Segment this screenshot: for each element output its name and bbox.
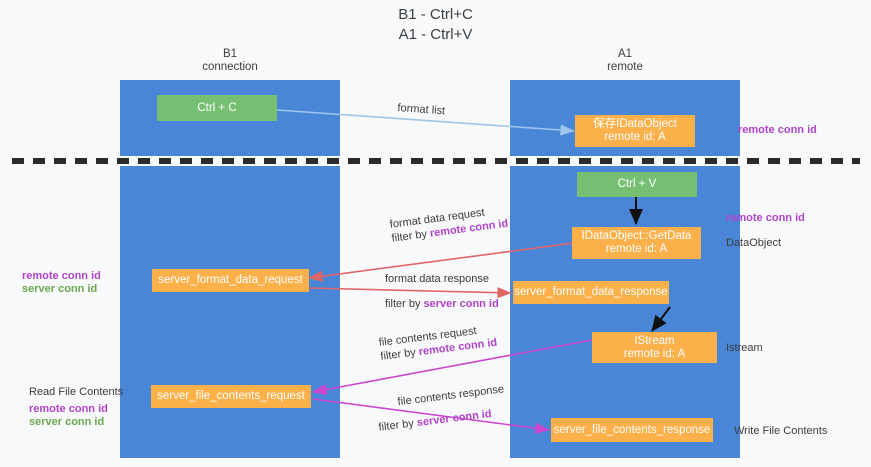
node-idataobject-getdata-line2: remote id: A bbox=[605, 243, 668, 255]
edge-label-file-contents-response-text: file contents response bbox=[396, 383, 505, 409]
edge-label-file-contents-response: file contents response filter by server … bbox=[375, 382, 508, 434]
node-server-format-data-response[interactable]: server_format_data_response bbox=[513, 281, 669, 304]
node-idataobject-getdata[interactable]: IDataObject::GetData remote id: A bbox=[572, 227, 701, 259]
side-label-remote-conn-id-mid: remote conn id bbox=[726, 212, 805, 224]
node-ctrl-c[interactable]: Ctrl + C bbox=[157, 95, 277, 121]
side-label-left-remote-conn-id-mid: remote conn id bbox=[22, 270, 101, 282]
side-label-remote-conn-id-top: remote conn id bbox=[738, 124, 817, 136]
filter-prefix: filter by bbox=[379, 346, 420, 363]
column-header-b1: B1 connection bbox=[120, 48, 340, 74]
filter-prefix: filter by bbox=[377, 417, 418, 434]
side-label-write-file-contents: Write File Contents bbox=[734, 425, 828, 437]
node-server-file-contents-response[interactable]: server_file_contents_response bbox=[551, 418, 713, 442]
node-save-idataobject[interactable]: 保存IDataObject remote id: A bbox=[575, 115, 695, 147]
node-server-file-contents-response-label: server_file_contents_response bbox=[553, 423, 711, 436]
node-server-format-data-request[interactable]: server_format_data_request bbox=[152, 269, 309, 292]
node-idataobject-getdata-line1: IDataObject::GetData bbox=[581, 230, 692, 242]
edge-label-format-list-text: format list bbox=[397, 101, 446, 118]
edge-label-format-data-response-text: format data response bbox=[385, 273, 489, 285]
diagram-title-line1: B1 - Ctrl+C bbox=[398, 6, 473, 23]
side-label-left-server-conn-id-mid: server conn id bbox=[22, 283, 98, 295]
lane-a1-bottom bbox=[510, 166, 740, 458]
lane-b1-bottom bbox=[120, 166, 340, 458]
node-ctrl-v[interactable]: Ctrl + V bbox=[577, 172, 697, 197]
node-save-idataobject-line2: remote id: A bbox=[604, 131, 666, 143]
node-istream-line2: remote id: A bbox=[623, 347, 686, 360]
node-ctrl-v-label: Ctrl + V bbox=[617, 178, 657, 190]
edge-label-format-data-request: format data request filter by remote con… bbox=[389, 203, 509, 246]
column-header-a1-line2: remote bbox=[607, 61, 643, 73]
side-label-read-file-contents: Read File Contents bbox=[29, 386, 124, 398]
node-istream-line1: IStream bbox=[634, 334, 675, 347]
diagram-title-line2: A1 - Ctrl+V bbox=[398, 26, 473, 43]
filter-key: server conn id bbox=[423, 298, 499, 310]
edge-label-file-contents-response-filter: filter by server conn id bbox=[378, 405, 508, 435]
side-label-left-server-conn-id-bottom: server conn id bbox=[29, 416, 105, 428]
side-label-istream: Istream bbox=[726, 342, 763, 354]
node-server-format-data-response-label: server_format_data_response bbox=[514, 286, 668, 298]
node-ctrl-c-label: Ctrl + C bbox=[197, 101, 237, 114]
column-header-a1: A1 remote bbox=[510, 48, 740, 74]
edge-label-file-contents-request: file contents request filter by remote c… bbox=[378, 322, 498, 364]
filter-prefix: filter by bbox=[390, 227, 431, 245]
side-label-left-remote-conn-id-bottom: remote conn id bbox=[29, 403, 108, 415]
edge-label-format-list: format list bbox=[397, 101, 446, 118]
node-server-file-contents-request-label: server_file_contents_request bbox=[157, 390, 305, 402]
filter-key: server conn id bbox=[416, 407, 493, 430]
edge-label-format-data-response: format data response filter by server co… bbox=[385, 272, 499, 311]
edge-label-format-data-response-filter: filter by server conn id bbox=[385, 297, 499, 311]
column-header-b1-line2: connection bbox=[202, 61, 258, 73]
side-label-dataobject: DataObject bbox=[726, 237, 782, 249]
filter-prefix: filter by bbox=[385, 298, 424, 310]
node-server-file-contents-request[interactable]: server_file_contents_request bbox=[151, 385, 311, 408]
node-save-idataobject-line1: 保存IDataObject bbox=[593, 118, 677, 130]
node-server-format-data-request-label: server_format_data_request bbox=[158, 274, 303, 286]
diagram-title: B1 - Ctrl+C A1 - Ctrl+V bbox=[0, 5, 871, 45]
column-header-a1-line1: A1 bbox=[617, 48, 633, 60]
column-header-b1-line1: B1 bbox=[222, 48, 238, 60]
node-istream[interactable]: IStream remote id: A bbox=[592, 332, 717, 363]
